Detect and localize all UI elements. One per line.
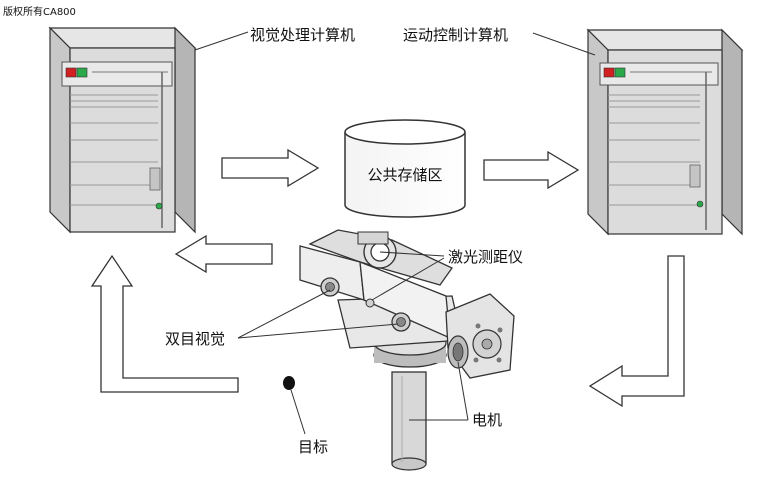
vision-computer-leader [194,31,249,51]
motion-computer-leader [532,32,596,56]
motor-label: 电机 [472,411,502,429]
feedback-arrow-up-icon [90,254,239,393]
laser-rangefinder-leader [379,251,445,257]
laser-rangefinder-label: 激光测距仪 [448,248,523,266]
right-server-icon [586,28,744,236]
motion-computer-label: 运动控制计算机 [403,26,508,44]
left-server-icon [48,26,197,234]
stereo-vision-leader-2 [237,323,399,339]
stereo-vision-leader-1 [237,289,331,339]
arrow-to-storage-icon [221,148,320,188]
stereo-vision-label: 双目视觉 [165,330,225,348]
target-label: 目标 [298,438,328,456]
copyright-text: 版权所有CA800 [3,5,76,18]
laser-rangefinder-leader-2 [371,257,445,301]
shared-storage-label: 公共存储区 [367,166,442,184]
target-dot-icon [283,376,295,390]
motor-leader-2 [457,361,469,421]
arrow-to-motion-computer-icon [483,150,580,190]
storage-cylinder-icon [344,119,466,218]
vision-computer-label: 视觉处理计算机 [250,26,355,44]
arrow-to-vision-computer-icon [174,234,273,274]
control-arrow-down-icon [588,255,685,408]
pan-tilt-device-icon [299,229,515,471]
target-leader [290,389,306,435]
